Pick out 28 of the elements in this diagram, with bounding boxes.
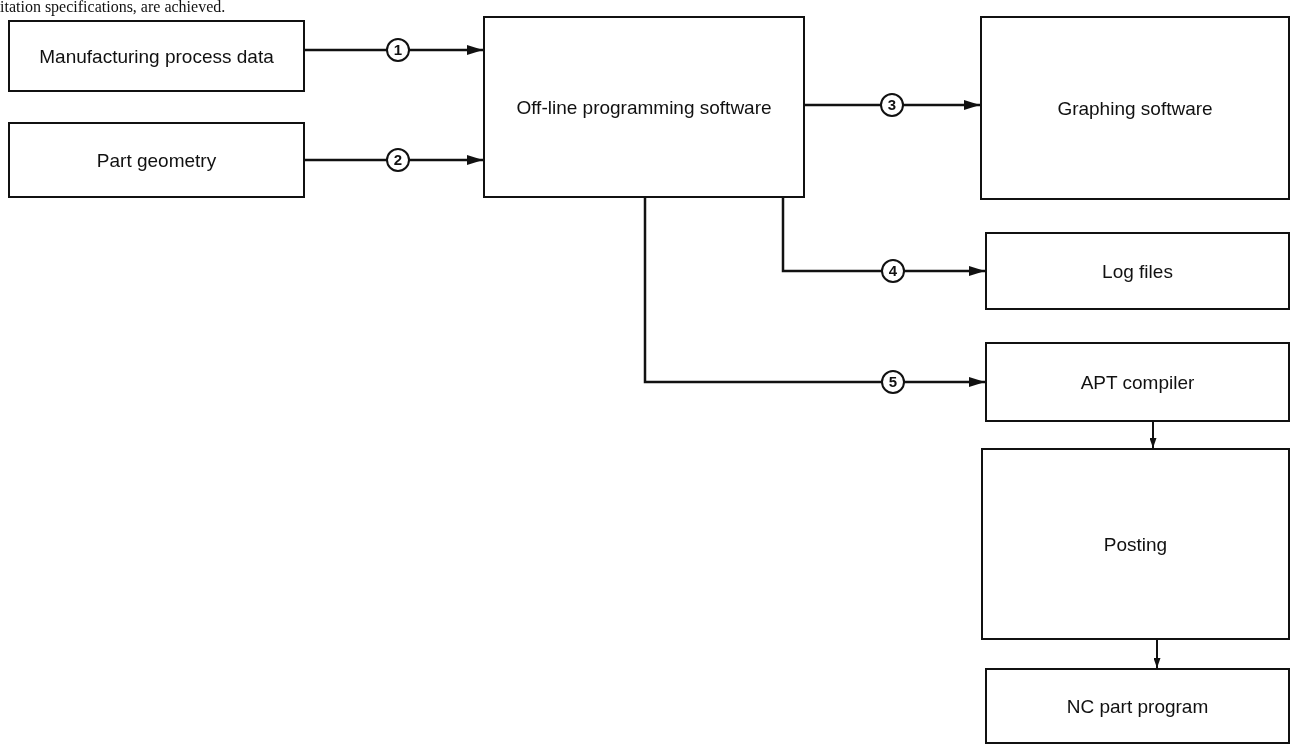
- box-label: Manufacturing process data: [39, 44, 274, 69]
- process-box: [8, 122, 305, 198]
- edge-label: 2: [386, 148, 410, 172]
- arrow: [1153, 639, 1161, 669]
- arrow: [305, 45, 483, 55]
- process-box: [985, 342, 1290, 422]
- process-box: [985, 232, 1290, 310]
- process-box: [981, 448, 1290, 640]
- box-label: Log files: [1102, 259, 1173, 284]
- arrow: [1149, 421, 1157, 449]
- edge-label: 5: [881, 370, 905, 394]
- box-label: NC part program: [1066, 694, 1209, 719]
- process-box: [483, 16, 805, 198]
- box-label: Posting: [1103, 532, 1168, 557]
- box-label: Part geometry: [96, 148, 217, 173]
- box-label: APT compiler: [1080, 370, 1195, 395]
- edge-label: 3: [880, 93, 904, 117]
- arrow: [305, 155, 483, 165]
- edge-label: 1: [386, 38, 410, 62]
- process-box: [8, 20, 305, 92]
- arrow: [643, 198, 985, 387]
- box-label: Graphing software: [1057, 96, 1213, 121]
- process-box: [980, 16, 1290, 200]
- box-label: Off-line programming software: [516, 95, 772, 120]
- process-box: [985, 668, 1290, 744]
- arrow: [805, 100, 980, 110]
- edge-label: 4: [881, 259, 905, 283]
- arrow: [781, 198, 985, 276]
